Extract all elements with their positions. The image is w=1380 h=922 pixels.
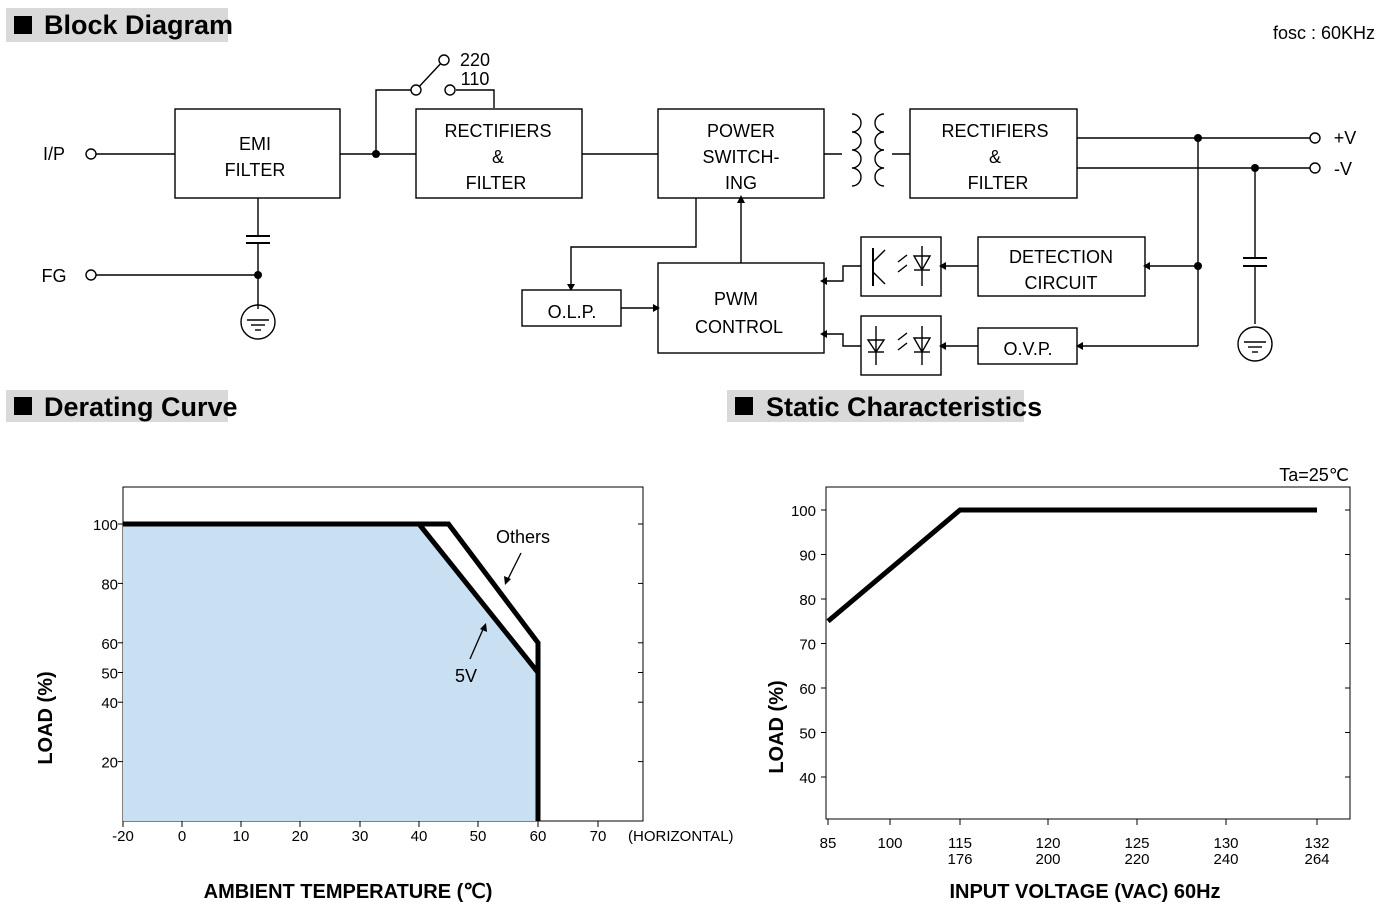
static-y-tick-label: 40 — [799, 770, 816, 787]
static-x-tick-label-alt: 240 — [1213, 851, 1238, 868]
static-y-tick-label: 60 — [799, 681, 816, 698]
static-x-axis-label: INPUT VOLTAGE (VAC) 60Hz — [949, 881, 1220, 903]
block-diagram-title: Block Diagram — [44, 10, 233, 40]
static-y-tick-label: 70 — [799, 637, 816, 654]
derating-y-tick-label: 40 — [101, 695, 118, 712]
derating-x-tick-label: 50 — [470, 828, 487, 845]
terminal-circles — [85, 54, 1321, 281]
static-y-tick-label: 50 — [799, 726, 816, 743]
static-ta-annotation: Ta=25℃ — [1279, 465, 1349, 485]
neg-output-label: -V — [1334, 159, 1352, 179]
derating-y-tick-label: 50 — [101, 666, 118, 683]
static-x-tick-label-alt: 200 — [1035, 851, 1060, 868]
rectifiers1-line2: & — [492, 147, 504, 167]
derating-y-tick-label: 100 — [93, 517, 118, 534]
power-switching-line1: POWER — [707, 121, 775, 141]
static-x-tick-label: 120 — [1035, 835, 1060, 852]
static-y-tick-label: 80 — [799, 592, 816, 609]
derating-x-tick-label: 20 — [292, 828, 309, 845]
pos-terminal-icon — [1309, 132, 1321, 144]
derating-x-tick-label: 70 — [590, 828, 607, 845]
static-x-tick-label: 115 — [948, 835, 972, 852]
derating-label-others: Others — [496, 527, 550, 547]
derating-area-fill — [123, 524, 538, 821]
static-x-tick-label: 130 — [1213, 835, 1238, 852]
derating-curve-header: Derating Curve — [6, 390, 238, 422]
olp-label: O.L.P. — [548, 302, 597, 322]
static-characteristics-title: Static Characteristics — [766, 392, 1042, 422]
emi-filter-line2: FILTER — [225, 160, 286, 180]
detection-line2: CIRCUIT — [1025, 273, 1098, 293]
pwm-line2: CONTROL — [695, 317, 783, 337]
block-diagram-header: Block Diagram — [6, 8, 233, 42]
derating-x-note: (HORIZONTAL) — [628, 828, 734, 845]
derating-curve-title: Derating Curve — [44, 392, 238, 422]
fosc-label: fosc : 60KHz — [1273, 23, 1375, 43]
fg-label: FG — [42, 266, 67, 286]
static-x-tick-label: 100 — [877, 835, 902, 852]
junction-dots — [254, 134, 1259, 279]
static-y-tick-label: 90 — [799, 548, 816, 565]
derating-y-tick-label: 60 — [101, 636, 118, 653]
derating-x-tick-label: 40 — [411, 828, 428, 845]
derating-label-5v: 5V — [455, 666, 477, 686]
derating-y-tick-label: 80 — [101, 576, 118, 593]
static-x-tick-label: 125 — [1124, 835, 1149, 852]
emi-filter-line1: EMI — [239, 134, 271, 154]
rectifiers1-line3: FILTER — [466, 173, 527, 193]
switch-220-label: 220 — [460, 50, 490, 70]
rectifiers2-line1: RECTIFIERS — [941, 121, 1048, 141]
ovp-label: O.V.P. — [1003, 339, 1052, 359]
rectifiers2-line3: FILTER — [968, 173, 1029, 193]
static-x-tick-label: 85 — [820, 835, 837, 852]
static-x-tick-label-alt: 220 — [1124, 851, 1149, 868]
derating-x-tick-label: -20 — [112, 828, 134, 845]
static-x-tick-label: 132 — [1304, 835, 1329, 852]
detection-line1: DETECTION — [1009, 247, 1113, 267]
static-characteristics-header: Static Characteristics — [727, 390, 1042, 422]
ip-label: I/P — [43, 144, 65, 164]
neg-terminal-icon — [1309, 162, 1321, 174]
static-y-axis-label: LOAD (%) — [766, 680, 788, 773]
ip-terminal-icon — [85, 148, 97, 160]
static-x-tick-label-alt: 264 — [1304, 851, 1329, 868]
pos-output-label: +V — [1334, 128, 1357, 148]
block-diagram — [96, 59, 1310, 376]
derating-y-axis-label: LOAD (%) — [35, 671, 57, 764]
fg-terminal-icon — [85, 269, 97, 281]
derating-x-tick-label: 60 — [530, 828, 547, 845]
derating-x-tick-label: 10 — [233, 828, 250, 845]
static-x-tick-label-alt: 176 — [947, 851, 972, 868]
pwm-line1: PWM — [714, 289, 758, 309]
rectifiers2-line2: & — [989, 147, 1001, 167]
derating-chart: 100 80 60 50 40 20 -20 0 10 20 30 40 50 60 70 (HORIZO… — [35, 486, 734, 903]
derating-x-tick-label: 30 — [352, 828, 369, 845]
rectifiers1-line1: RECTIFIERS — [444, 121, 551, 141]
static-load-line — [826, 507, 1317, 624]
static-plot-frame — [825, 486, 1351, 820]
derating-y-tick-label: 20 — [101, 755, 118, 772]
block-diagram-arrows — [567, 195, 1150, 350]
derating-x-axis-label: AMBIENT TEMPERATURE (℃) — [204, 881, 493, 903]
switch-110-label: 110 — [461, 69, 490, 89]
power-switching-line3: ING — [725, 173, 757, 193]
static-y-tick-label: 100 — [791, 503, 816, 520]
derating-x-tick-label: 0 — [178, 828, 186, 845]
derating-line-5v — [123, 521, 541, 821]
power-switching-line2: SWITCH- — [703, 147, 780, 167]
